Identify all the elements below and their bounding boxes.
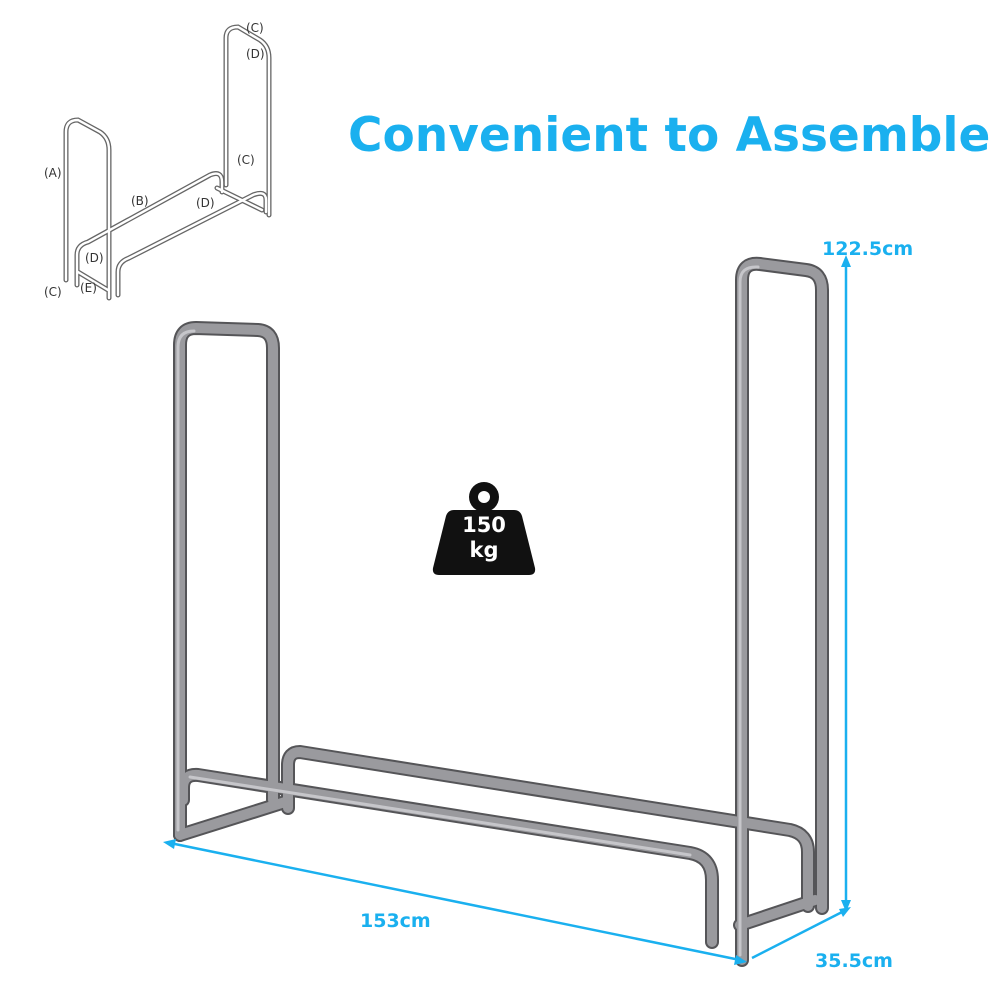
weight-capacity-icon: 150 kg xyxy=(432,480,536,576)
diagram-label-c2: (C) xyxy=(237,153,255,167)
diagram-label-e: (E) xyxy=(80,281,97,295)
headline: Convenient to Assemble xyxy=(348,108,991,163)
diagram-label-c3: (C) xyxy=(44,285,62,299)
diagram-label-d3: (D) xyxy=(85,251,104,265)
height-label: 122.5cm xyxy=(822,238,914,260)
diagram-label-d2: (D) xyxy=(196,196,215,210)
diagram-label-b: (B) xyxy=(131,194,149,208)
diagram-label-a: (A) xyxy=(44,166,62,180)
weight-value: 150 xyxy=(462,513,506,537)
diagram-label-c: (C) xyxy=(246,21,264,35)
weight-unit: kg xyxy=(469,538,499,562)
depth-dimension-line xyxy=(751,908,847,960)
depth-label: 35.5cm xyxy=(815,950,893,972)
diagram-label-d: (D) xyxy=(246,47,265,61)
width-label: 153cm xyxy=(360,910,431,932)
width-dimension-line xyxy=(169,841,741,962)
